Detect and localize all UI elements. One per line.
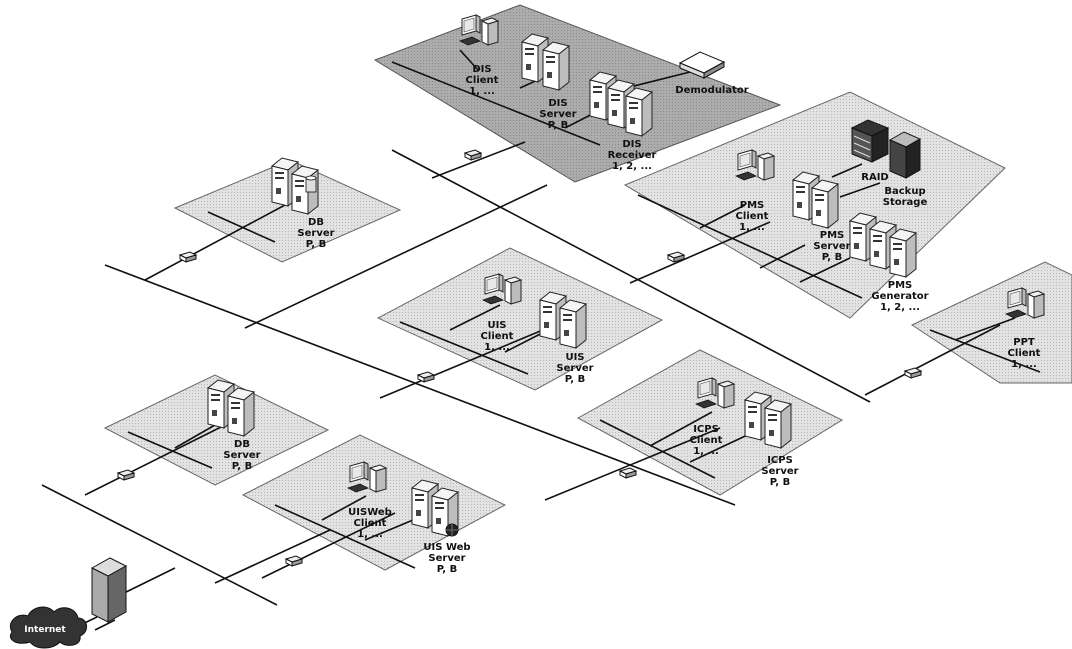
pms-client-icon	[736, 150, 774, 180]
raid-label: RAID	[861, 172, 888, 183]
uis-client-label-line: Client	[481, 331, 514, 342]
dis-receiver-label-line: Receiver	[608, 150, 657, 161]
pms-generator-label-line: 1, 2, ...	[880, 302, 920, 313]
uis-web-server-label-line: P, B	[437, 564, 457, 575]
ppt-client-label-line: 1, ...	[1011, 359, 1037, 370]
database-icon	[306, 176, 316, 192]
demodulator-label: Demodulator	[675, 85, 748, 96]
uis-server-icon	[560, 300, 586, 348]
uisweb-client-label-line: UISWeb	[348, 507, 392, 518]
uis-server-label-line: UIS	[565, 352, 584, 363]
db-server-bottom-label-line: Server	[223, 450, 260, 461]
dis-server-label-line: Server	[539, 109, 576, 120]
dis-client-label-line: DIS	[472, 64, 491, 75]
backup-storage-label-line: Backup	[884, 186, 925, 197]
raid-icon	[852, 120, 888, 162]
icps-client-label-line: ICPS	[693, 424, 719, 435]
icps-server-label-line: ICPS	[767, 455, 793, 466]
pms-client-label-line: Client	[736, 211, 769, 222]
ppt-client-label-line: PPT	[1013, 337, 1035, 348]
uis-client-label-line: UIS	[487, 320, 506, 331]
demodulator-label-line: Demodulator	[675, 85, 748, 96]
icps-server-label-line: P, B	[770, 477, 790, 488]
db-server-top-label-line: DB	[308, 217, 324, 228]
db-server-top-label-line: Server	[297, 228, 334, 239]
dis-server-icon	[543, 42, 569, 90]
db-server-bottom-label-line: P, B	[232, 461, 252, 472]
icps-client-label-line: 1, ...	[693, 446, 719, 457]
uis-web-server-label-line: UIS Web	[423, 542, 470, 553]
dis-receiver-label-line: 1, 2, ...	[612, 161, 652, 172]
pms-generator-label-line: Generator	[871, 291, 928, 302]
backup-storage-icon	[890, 132, 920, 178]
firewall-icon	[92, 558, 126, 622]
uisweb-client-label-line: Client	[354, 518, 387, 529]
backup-storage-label-line: Storage	[883, 197, 928, 208]
ppt-client-label-line: Client	[1008, 348, 1041, 359]
pms-client-label-line: 1, ...	[739, 222, 765, 233]
hub-icon	[465, 150, 481, 160]
uis-server-label-line: Server	[556, 363, 593, 374]
pms-server-icon	[812, 180, 838, 228]
icps-server-label-line: Server	[761, 466, 798, 477]
uis-client-label-line: 1, ...	[484, 342, 510, 353]
pms-client-label-line: PMS	[740, 200, 764, 211]
pms-server-label-line: Server	[813, 241, 850, 252]
dis-receiver-icon	[626, 88, 652, 136]
hub-icon	[620, 468, 636, 478]
uis-web-server-label-line: Server	[428, 553, 465, 564]
icps-client-label-line: Client	[690, 435, 723, 446]
uis-server-label-line: P, B	[565, 374, 585, 385]
hub-icon	[286, 556, 302, 566]
uisweb-client-label-line: 1, ...	[357, 529, 383, 540]
dis-receiver-label-line: DIS	[622, 139, 641, 150]
pms-server-label-line: P, B	[822, 252, 842, 263]
hub-icon	[905, 368, 921, 378]
dis-client-label-line: 1, ...	[469, 86, 495, 97]
globe-icon	[446, 524, 458, 536]
icps-server-icon	[765, 400, 791, 448]
pms-generator-icon	[890, 229, 916, 277]
ppt-zone	[912, 262, 1072, 383]
db-server-bottom-label-line: DB	[234, 439, 250, 450]
icps-client-icon	[696, 378, 734, 408]
ppt-client-icon	[1006, 288, 1044, 318]
hub-icon	[418, 372, 434, 382]
db-server-top-label-line: P, B	[306, 239, 326, 250]
raid-label-line: RAID	[861, 172, 888, 183]
icps-zone	[578, 350, 842, 495]
uis-client-icon	[483, 274, 521, 304]
dis-client-label-line: Client	[466, 75, 499, 86]
dis-client-icon	[460, 15, 498, 45]
hub-icon	[118, 470, 134, 480]
uisweb-client-icon	[348, 462, 386, 492]
dis-server-label-line: P, B	[548, 120, 568, 131]
pms-generator-label-line: PMS	[888, 280, 912, 291]
dis-server-label-line: DIS	[548, 98, 567, 109]
pms-server-label-line: PMS	[820, 230, 844, 241]
db-server-icon	[228, 388, 254, 436]
hub-icon	[180, 252, 196, 262]
internet-label: Internet	[24, 625, 66, 635]
